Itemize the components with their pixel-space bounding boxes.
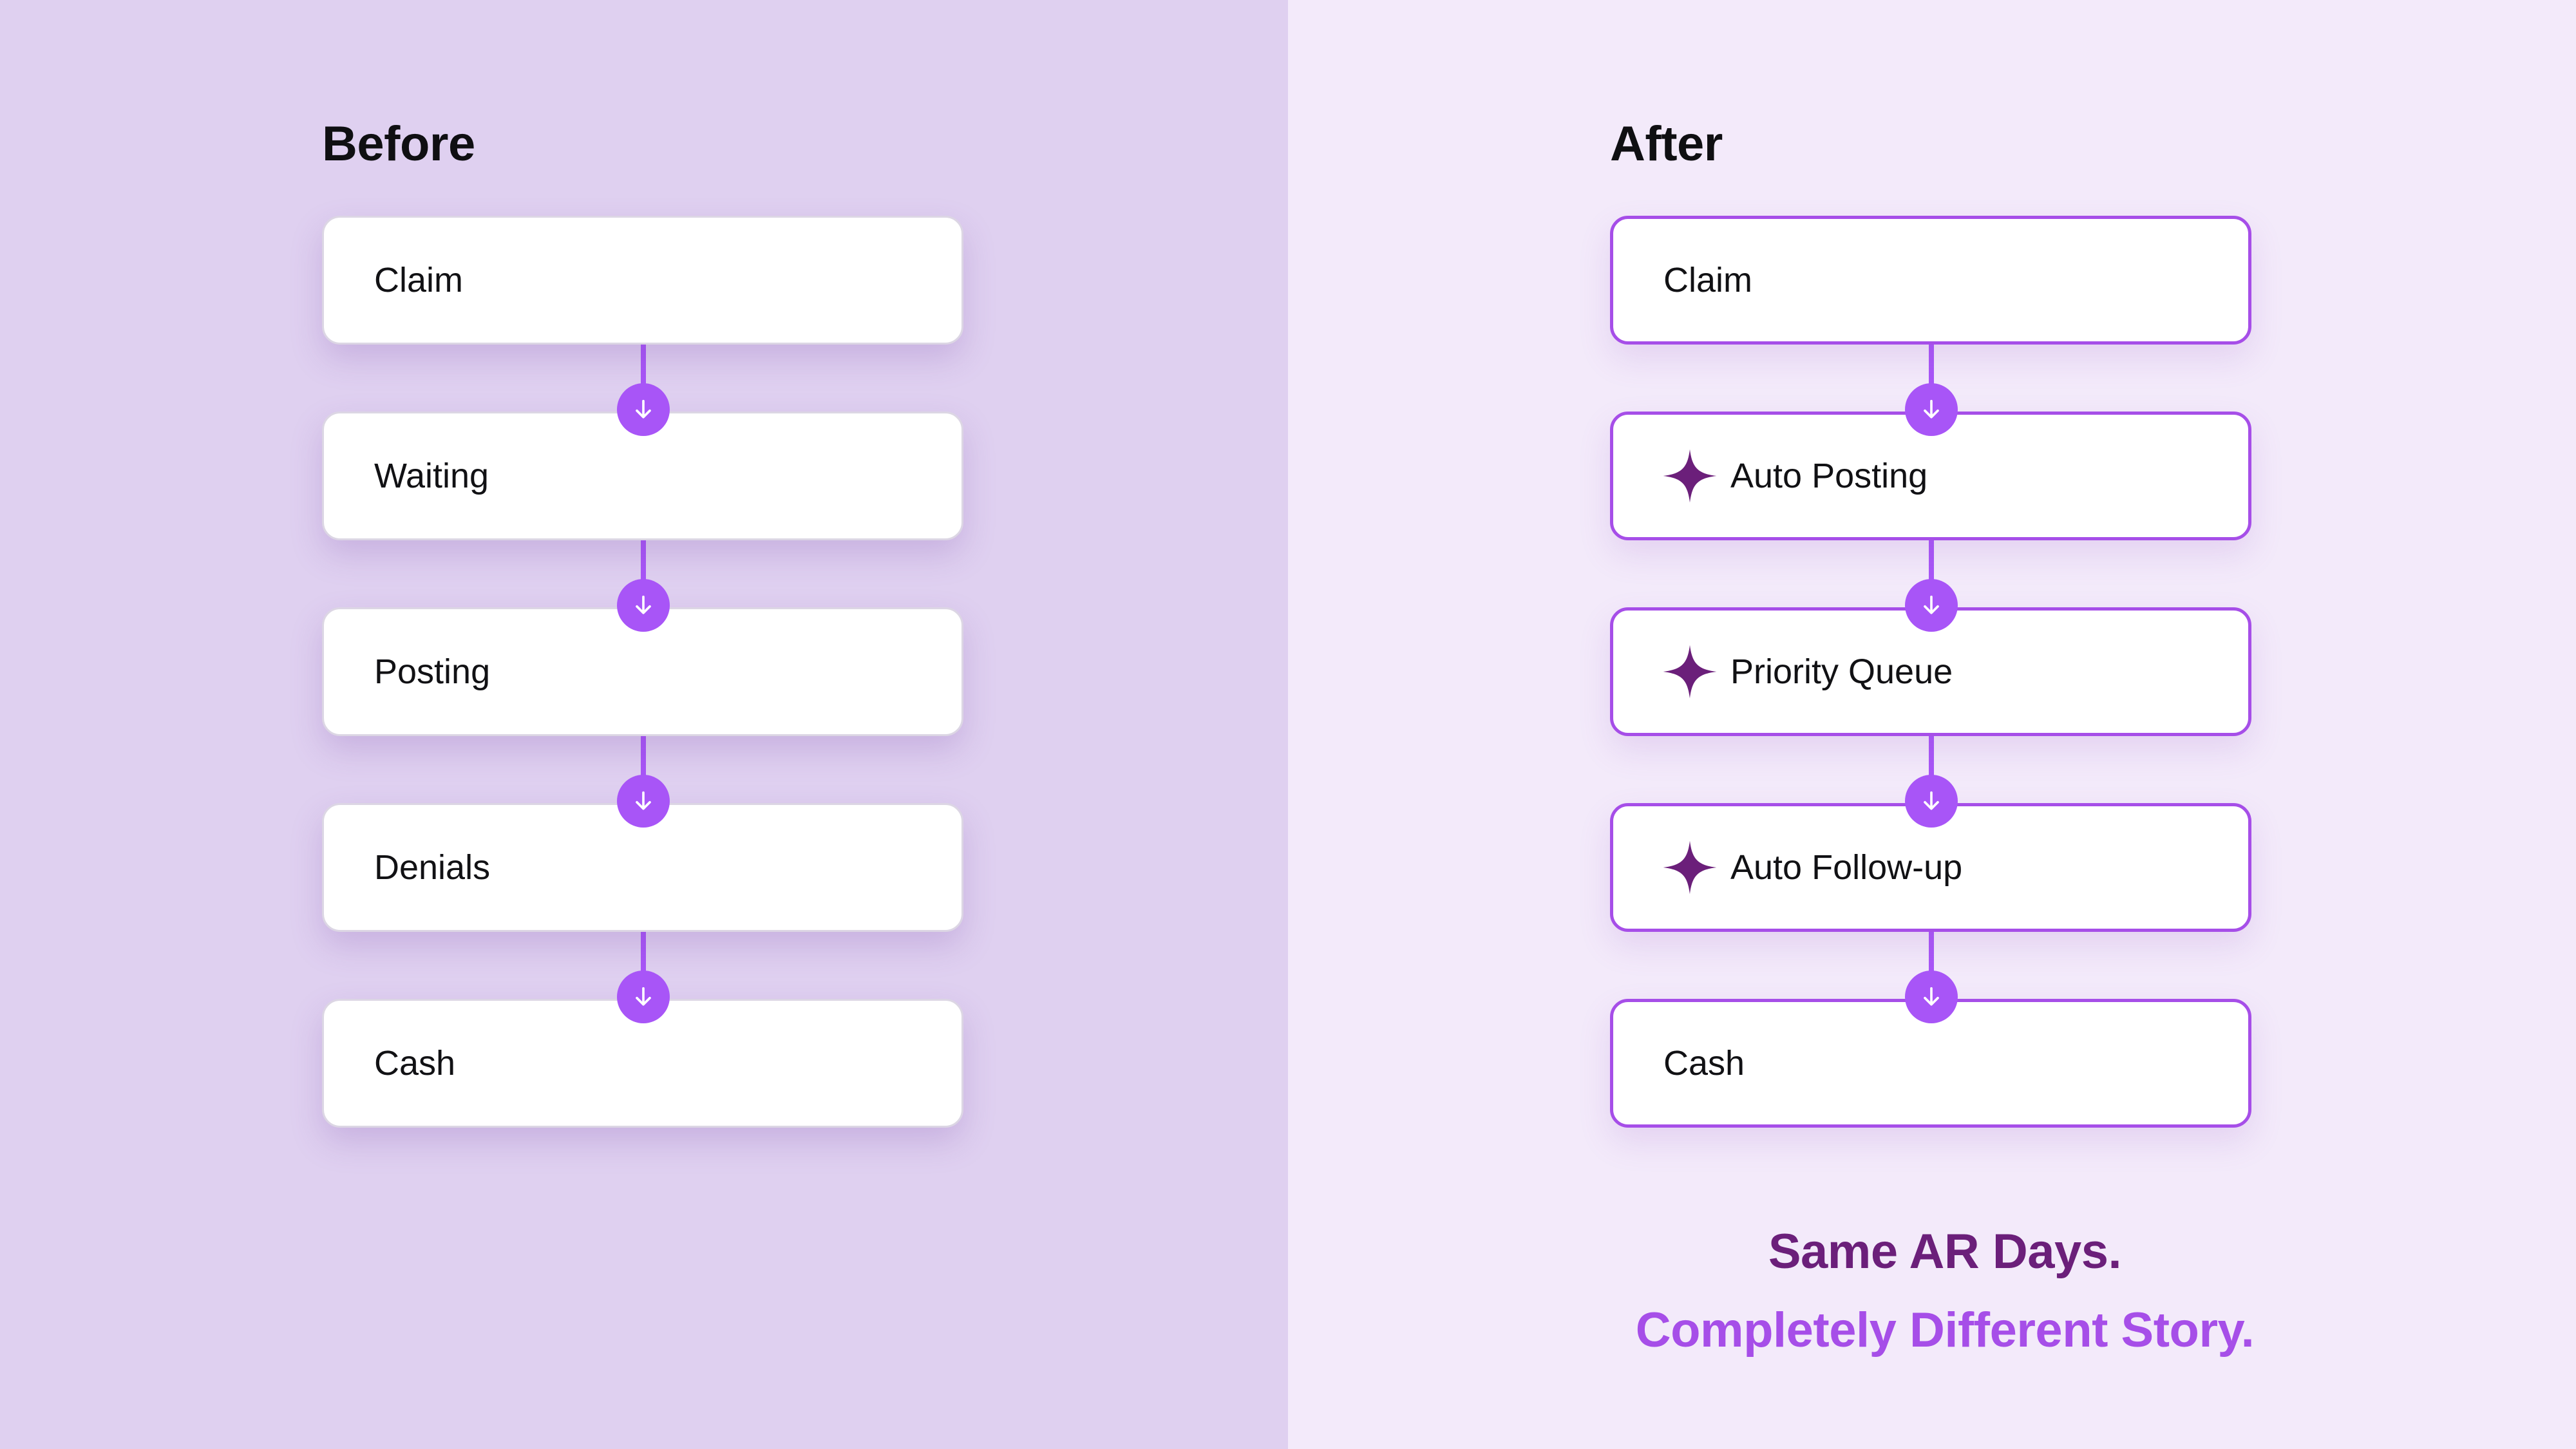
- before-step: Claim: [322, 216, 963, 345]
- arrow-down-icon: [1905, 775, 1958, 828]
- connector-line: [1929, 734, 1934, 806]
- arrow-down-icon: [1905, 579, 1958, 632]
- connector-line: [1929, 929, 1934, 1001]
- after-step-label: Auto Posting: [1730, 457, 1928, 495]
- before-step-label: Denials: [374, 848, 491, 887]
- before-flow: Claim Waiting: [322, 216, 963, 1128]
- flow-connector: [322, 538, 963, 632]
- flow-connector: [1610, 734, 2251, 828]
- before-step: Waiting: [322, 412, 963, 540]
- before-step-card: Waiting: [322, 412, 963, 540]
- arrow-down-icon: [617, 579, 670, 632]
- before-step-label: Claim: [374, 261, 464, 299]
- sparkle-icon: [1663, 645, 1717, 699]
- arrow-down-icon: [617, 775, 670, 828]
- flow-connector: [322, 929, 963, 1023]
- after-step-label: Auto Follow-up: [1730, 848, 1963, 887]
- after-step-label: Priority Queue: [1730, 652, 1953, 691]
- after-step-label: Claim: [1663, 261, 1753, 299]
- before-heading: Before: [322, 117, 475, 171]
- before-step-label: Posting: [374, 652, 491, 691]
- arrow-down-icon: [1905, 383, 1958, 436]
- flow-connector: [322, 342, 963, 436]
- connector-line: [641, 734, 646, 806]
- after-step: Claim: [1610, 216, 2251, 345]
- arrow-down-icon: [617, 383, 670, 436]
- before-step-label: Waiting: [374, 457, 489, 495]
- sparkle-icon: [1663, 840, 1717, 895]
- tagline-secondary: Completely Different Story.: [1635, 1303, 2255, 1358]
- connector-line: [641, 342, 646, 414]
- arrow-down-icon: [617, 971, 670, 1023]
- flow-connector: [1610, 342, 2251, 436]
- before-step-card: Claim: [322, 216, 963, 345]
- connector-line: [641, 929, 646, 1001]
- connector-line: [1929, 342, 1934, 414]
- flow-connector: [1610, 929, 2251, 1023]
- connector-line: [641, 538, 646, 610]
- after-flow: Claim Auto Posting: [1610, 216, 2251, 1128]
- before-panel: Before Claim Waiting: [0, 0, 1288, 1449]
- tagline-primary: Same AR Days.: [1768, 1224, 2122, 1279]
- after-step-label: Cash: [1663, 1044, 1745, 1083]
- after-panel: After Claim Auto Posting: [1288, 0, 2576, 1449]
- after-heading: After: [1610, 117, 1723, 171]
- flow-connector: [1610, 538, 2251, 632]
- connector-line: [1929, 538, 1934, 610]
- arrow-down-icon: [1905, 971, 1958, 1023]
- flow-connector: [322, 734, 963, 828]
- sparkle-icon: [1663, 449, 1717, 503]
- before-step-label: Cash: [374, 1044, 456, 1083]
- after-step-card: Claim: [1610, 216, 2251, 345]
